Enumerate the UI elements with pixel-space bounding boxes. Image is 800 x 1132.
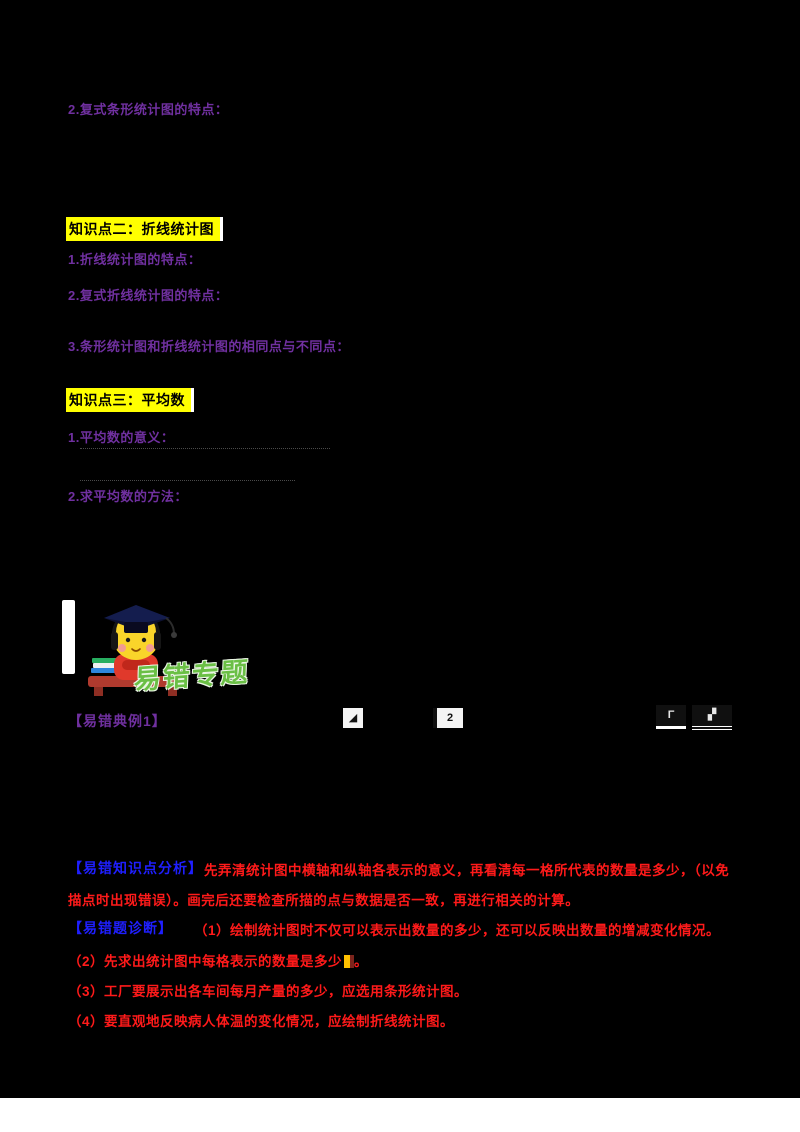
cartoon-student-svg [62,600,184,696]
error-example-label: 【易错典例1】 [68,713,167,729]
inline-image-fragment: ◢ [343,708,363,728]
answer-mark-icon [344,955,355,968]
kp2-item-2: 2.复式折线统计图的特点： [68,288,229,303]
inline-image-fragment: ▞ [692,705,732,730]
answer-blank-line [80,479,295,481]
kp3-heading: 知识点三：平均数 [66,388,194,412]
answer-blank-line [80,447,330,449]
diagnosis-item-3: （3）工厂要展示出各车间每月产量的多少，应选用条形统计图。 [68,984,469,999]
cartoon-student-illustration [62,598,234,698]
analysis-line-1: 先弄清统计图中横轴和纵轴各表示的意义，再看清每一格所代表的数量是多少，（以免 [204,863,730,878]
kp1-item-2: 2.复式条形统计图的特点： [68,102,229,117]
inline-image-fragment: 2 [433,708,463,728]
page-bottom-margin [0,1098,800,1132]
kp3-item-2: 2.求平均数的方法： [68,489,188,504]
diagnosis-item-1: （1）绘制统计图时不仅可以表示出数量的多少，还可以反映出数量的增减变化情况。 [194,923,721,938]
diagnosis-label: 【易错题诊断】 [68,920,173,936]
analysis-label: 【易错知识点分析】 [68,860,203,876]
diagnosis-item-2: （2）先求出统计图中每格表示的数量是多少。 [68,950,368,970]
kp2-heading: 知识点二：折线统计图 [66,217,223,241]
error-topic-banner: 易错专题 [133,656,251,696]
kp2-item-3: 3.条形统计图和折线统计图的相同点与不同点： [68,339,350,354]
diagnosis-item-2-text: （2）先求出统计图中每格表示的数量是多少 [68,954,343,969]
analysis-line-2: 描点时出现错误）。画完后还要检查所描的点与数据是否一致，再进行相关的计算。 [68,893,580,908]
inline-image-fragment: Γ [656,705,686,729]
diagnosis-item-2-tail: 。 [354,954,369,969]
kp3-item-1: 1.平均数的意义： [68,430,175,445]
diagnosis-item-4: （4）要直观地反映病人体温的变化情况，应绘制折线统计图。 [68,1014,455,1029]
kp2-item-1: 1.折线统计图的特点： [68,252,202,267]
